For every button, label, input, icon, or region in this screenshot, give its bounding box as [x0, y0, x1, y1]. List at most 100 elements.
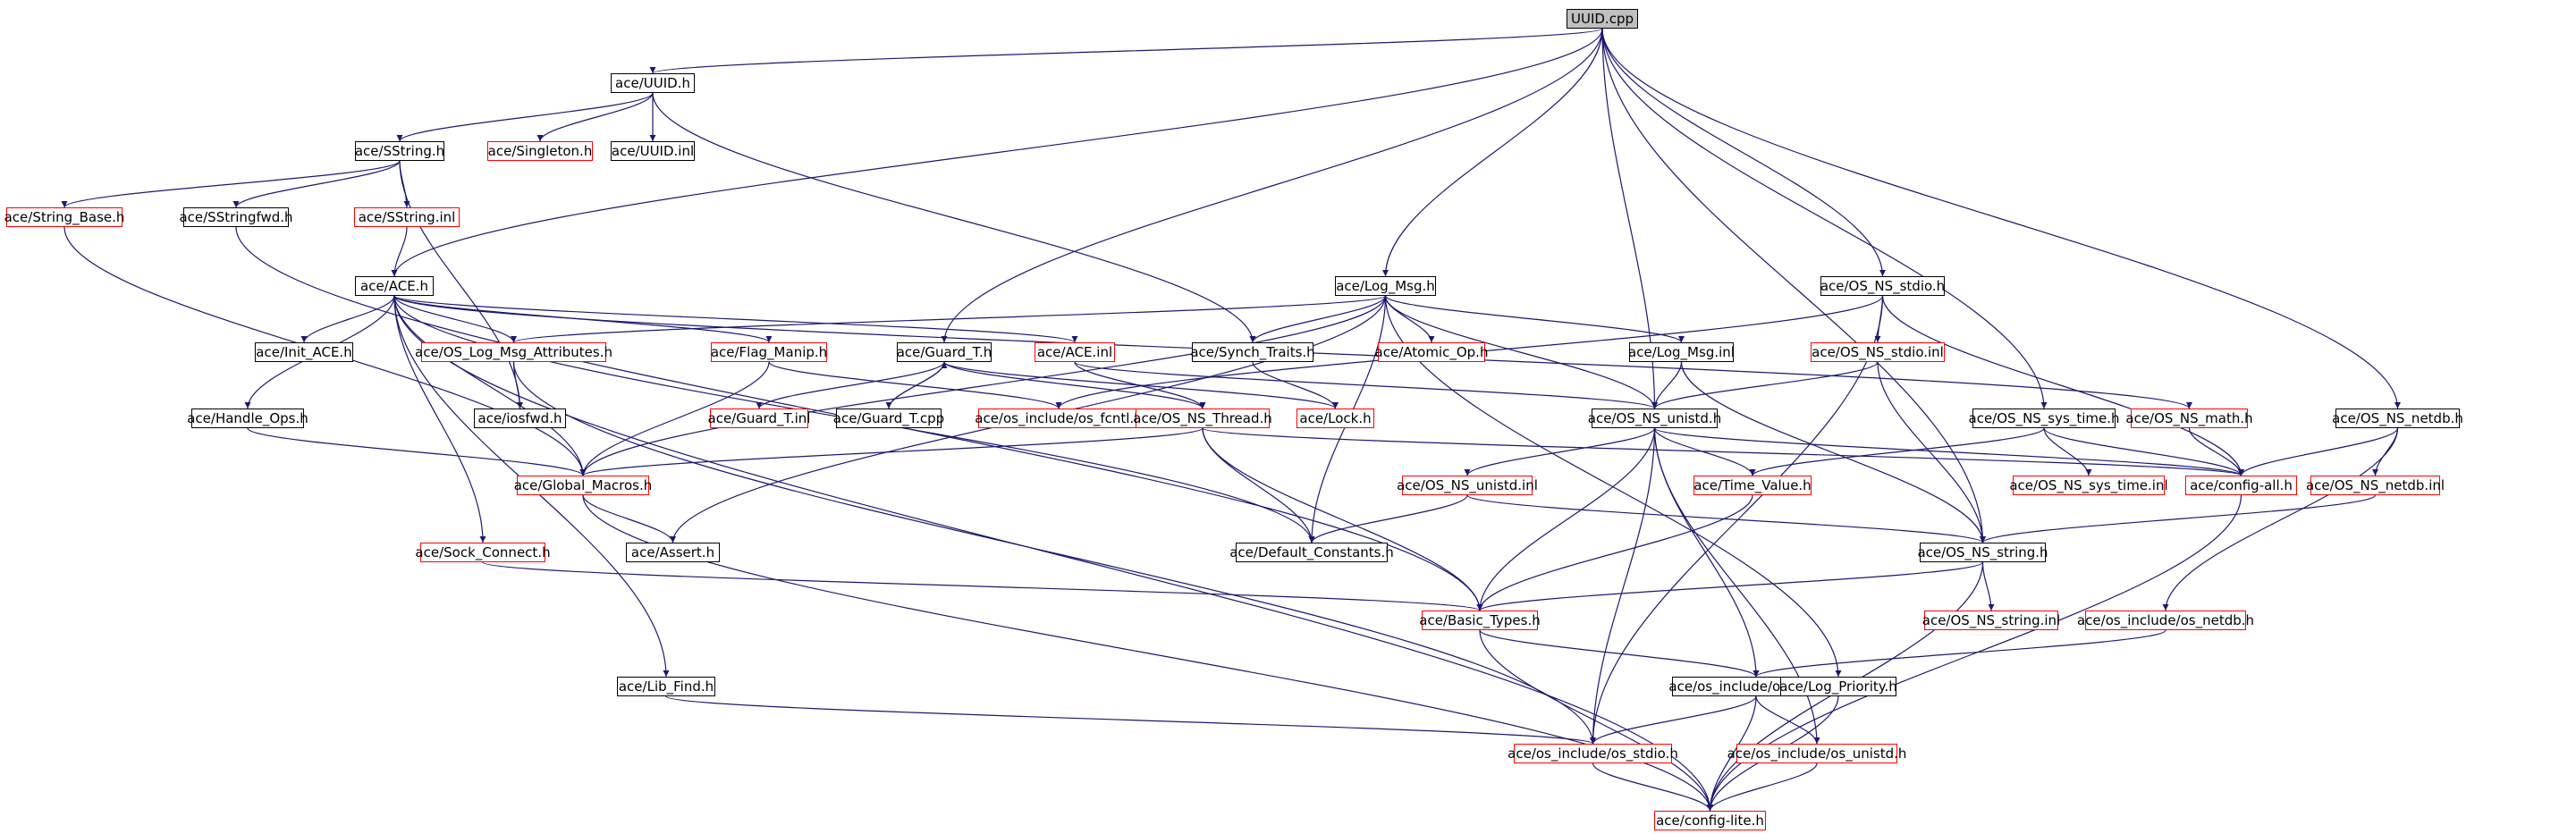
file-node-global-macros-h[interactable]: ace/Global_Macros.h — [514, 476, 652, 495]
file-node-guard-t-inl[interactable]: ace/Guard_T.inl — [708, 409, 810, 428]
edge-ace-inl-to-os-ns-thread-h — [1074, 361, 1206, 409]
file-node-label: ace/Lock.h — [1299, 409, 1372, 426]
file-node-os-ns-unistd-inl[interactable]: ace/OS_NS_unistd.inl — [1397, 476, 1538, 495]
file-node-label: ace/Log_Priority.h — [1779, 678, 1897, 695]
edge-os-ns-unistd-h-to-os-ns-unistd-inl — [1464, 427, 1656, 476]
file-node-guard-t-cpp[interactable]: ace/Guard_T.cpp — [833, 409, 944, 428]
file-node-label: ace/Guard_T.h — [896, 343, 992, 360]
file-node-singleton-h[interactable]: ace/Singleton.h — [487, 141, 593, 161]
file-node-uuid-inl[interactable]: ace/UUID.inl — [611, 141, 695, 161]
edge-os-ns-string-h-to-basic-types-h — [1476, 561, 1984, 611]
file-node-ace-inl[interactable]: ace/ACE.inl — [1035, 342, 1115, 362]
edge-sstring-inl-to-ace-h — [391, 226, 408, 277]
file-node-lib-find-h[interactable]: ace/Lib_Find.h — [617, 677, 715, 696]
file-node-os-ns-thread-h[interactable]: ace/OS_NS_Thread.h — [1133, 409, 1272, 428]
edge-handle-ops-h-to-global-macros-h — [247, 427, 587, 476]
file-node-label: ace/iosfwd.h — [477, 409, 562, 426]
file-node-label: ace/Lib_Find.h — [618, 678, 714, 695]
edge-uuid-cpp-to-uuid-h — [649, 28, 1603, 74]
file-node-string-base-h[interactable]: ace/String_Base.h — [4, 207, 124, 227]
file-node-os-fcntl-h[interactable]: ace/os_include/os_fcntl.h — [975, 409, 1143, 428]
file-node-flag-manip-h[interactable]: ace/Flag_Manip.h — [711, 342, 827, 362]
file-node-label: ace/os_include/os_netdb.h — [2076, 611, 2255, 628]
file-node-log-priority-h[interactable]: ace/Log_Priority.h — [1779, 677, 1897, 696]
file-node-os-ns-sys-time-inl[interactable]: ace/OS_NS_sys_time.inl — [2009, 476, 2168, 495]
edge-uuid-h-to-sstring-h — [396, 92, 654, 142]
edge-time-value-h-to-basic-types-h — [1476, 494, 1753, 611]
file-node-os-ns-stdio-h[interactable]: ace/OS_NS_stdio.h — [1820, 276, 1945, 296]
file-node-handle-ops-h[interactable]: ace/Handle_Ops.h — [187, 409, 308, 428]
file-node-sock-connect-h[interactable]: ace/Sock_Connect.h — [415, 543, 551, 562]
edge-os-ns-thread-h-to-config-all-h — [1202, 427, 2244, 476]
edge-config-all-h-to-config-lite-h — [1707, 494, 2242, 812]
file-node-os-ns-math-h[interactable]: ace/OS_NS_math.h — [2125, 409, 2253, 428]
edge-os-stdio-h-to-config-lite-h — [1592, 762, 1713, 812]
edge-flag-manip-h-to-os-fcntl-h — [768, 361, 1062, 409]
file-node-label: ace/SStringfwd.h — [179, 208, 293, 225]
edge-uuid-cpp-to-os-ns-netdb-h — [1601, 28, 2401, 409]
edge-sock-connect-h-to-basic-types-h — [482, 561, 1483, 611]
file-node-os-ns-unistd-h[interactable]: ace/OS_NS_unistd.h — [1588, 409, 1721, 428]
file-node-config-lite-h[interactable]: ace/config-lite.h — [1654, 811, 1766, 830]
file-node-iosfwd-h[interactable]: ace/iosfwd.h — [474, 409, 566, 428]
edge-guard-t-h-to-guard-t-inl — [756, 361, 945, 409]
file-node-os-netdb-h[interactable]: ace/os_include/os_netdb.h — [2077, 611, 2254, 630]
file-node-ace-h[interactable]: ace/ACE.h — [355, 276, 434, 296]
file-node-sstringfwd-h[interactable]: ace/SStringfwd.h — [179, 207, 293, 227]
file-node-lock-h[interactable]: ace/Lock.h — [1296, 409, 1374, 428]
edge-sstring-h-to-sstringfwd-h — [232, 160, 401, 208]
edge-os-ns-netdb-h-to-config-all-h — [2238, 427, 2399, 476]
file-node-label: ace/OS_NS_Thread.h — [1133, 409, 1272, 426]
file-node-label: ace/OS_NS_netdb.inl — [2305, 476, 2445, 493]
file-node-default-constants-h[interactable]: ace/Default_Constants.h — [1229, 543, 1394, 562]
file-node-assert-h[interactable]: ace/Assert.h — [626, 543, 720, 562]
edge-uuid-cpp-to-guard-t-h — [941, 28, 1603, 343]
file-node-synch-traits-h[interactable]: ace/Synch_Traits.h — [1190, 342, 1315, 362]
file-node-label: ace/ACE.h — [360, 277, 428, 294]
file-node-label: ace/OS_NS_math.h — [2125, 409, 2253, 426]
edge-ace-h-to-ace-inl — [393, 295, 1078, 343]
edge-basic-types-h-to-config-lite-h — [1479, 629, 1713, 812]
file-node-sstring-h[interactable]: ace/SString.h — [355, 141, 444, 161]
file-node-os-ns-sys-time-h[interactable]: ace/OS_NS_sys_time.h — [1969, 409, 2119, 428]
file-node-guard-t-h[interactable]: ace/Guard_T.h — [897, 342, 992, 362]
file-node-label: ace/UUID.h — [615, 74, 690, 91]
file-node-atomic-op-h[interactable]: ace/Atomic_Op.h — [1375, 342, 1488, 362]
file-node-uuid-h[interactable]: ace/UUID.h — [611, 73, 695, 93]
edge-os-ns-sys-time-h-to-time-value-h — [1749, 427, 2045, 476]
file-node-label: ace/config-lite.h — [1656, 812, 1764, 829]
file-node-os-stdio-h[interactable]: ace/os_include/os_stdio.h — [1508, 744, 1678, 763]
file-node-label: ace/Init_ACE.h — [256, 343, 352, 360]
edge-ace-inl-to-os-ns-unistd-h — [1074, 361, 1658, 409]
edge-ace-h-to-global-macros-h — [393, 295, 587, 476]
file-node-os-log-msg-attr-h[interactable]: ace/OS_Log_Msg_Attributes.h — [415, 342, 612, 362]
edge-log-msg-h-to-synch-traits-h — [1249, 295, 1387, 343]
file-node-os-ns-stdio-inl[interactable]: ace/OS_NS_stdio.inl — [1811, 342, 1945, 362]
edge-ace-h-to-sock-connect-h — [393, 295, 486, 543]
edge-os-ns-thread-h-to-basic-types-h — [1202, 427, 1483, 611]
file-node-os-ns-netdb-h[interactable]: ace/OS_NS_netdb.h — [2332, 409, 2463, 428]
file-node-config-all-h[interactable]: ace/config-all.h — [2185, 476, 2297, 495]
file-node-os-ns-string-h[interactable]: ace/OS_NS_string.h — [1917, 543, 2048, 562]
file-node-label: ace/OS_NS_sys_time.h — [1968, 409, 2120, 426]
file-node-os-ns-netdb-inl[interactable]: ace/OS_NS_netdb.inl — [2306, 476, 2445, 495]
file-node-label: ace/OS_Log_Msg_Attributes.h — [415, 343, 612, 360]
file-node-uuid-cpp[interactable]: UUID.cpp — [1567, 9, 1638, 29]
file-node-label: ace/SString.inl — [358, 208, 456, 225]
file-node-label: ace/Basic_Types.h — [1419, 611, 1541, 628]
edge-os-ns-unistd-h-to-basic-types-h — [1476, 427, 1656, 611]
edge-os-ns-unistd-h-to-os-limits-h — [1653, 427, 1760, 678]
file-node-log-msg-h[interactable]: ace/Log_Msg.h — [1335, 276, 1436, 296]
file-node-init-ace-h[interactable]: ace/Init_ACE.h — [255, 342, 353, 362]
file-node-label: ace/Log_Msg.h — [1336, 277, 1435, 294]
edge-uuid-cpp-to-os-ns-string-h — [1601, 28, 1986, 543]
edge-os-ns-unistd-h-to-time-value-h — [1653, 427, 1756, 476]
file-node-os-ns-string-inl[interactable]: ace/OS_NS_string.inl — [1922, 611, 2060, 630]
file-node-os-unistd-h[interactable]: ace/os_include/os_unistd.h — [1727, 744, 1906, 763]
edge-os-limits-h-to-config-lite-h — [1707, 695, 1757, 812]
file-node-label: ace/Log_Msg.inl — [1628, 343, 1735, 360]
file-node-sstring-inl[interactable]: ace/SString.inl — [354, 207, 460, 227]
file-node-time-value-h[interactable]: ace/Time_Value.h — [1693, 476, 1812, 495]
file-node-basic-types-h[interactable]: ace/Basic_Types.h — [1419, 611, 1541, 630]
file-node-log-msg-inl[interactable]: ace/Log_Msg.inl — [1628, 342, 1735, 362]
